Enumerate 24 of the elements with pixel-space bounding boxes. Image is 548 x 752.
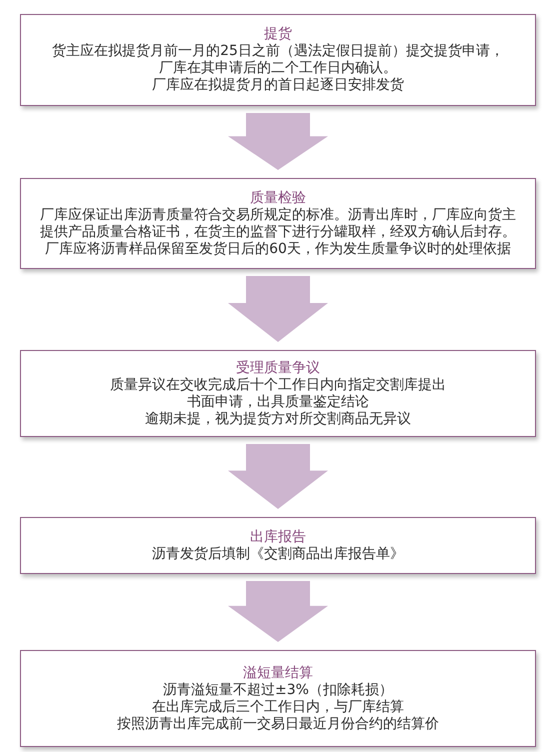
step-title: 溢短量结算 (243, 664, 313, 682)
step-text: 逾期未提，视为提货方对所交割商品无异议 (145, 410, 411, 428)
step-title: 受理质量争议 (236, 360, 320, 376)
step-text: 沥青发货后填制《交割商品出库报告单》 (152, 546, 404, 562)
step-title: 质量检验 (250, 190, 306, 206)
step-box (20, 517, 536, 574)
step-text: 厂库应在拟提货月的首日起逐日安排发货 (152, 77, 404, 94)
step-text: 沥青溢短量不超过±3%（扣除耗损） (163, 682, 393, 698)
step-text: 在出库完成后三个工作日内，与厂库结算 (152, 698, 404, 716)
step-text: 厂库应将沥青样品保留至发货日后的60天，作为发生质量争议时的处理依据 (45, 240, 511, 258)
step-title: 出库报告 (250, 528, 306, 546)
step-box (20, 350, 536, 437)
step-text: 厂库应保证出库沥青质量符合交易所规定的标准。沥青出库时，厂库应向货主提供产品质量合格证书，在货主的监督下进行分罐取样，经双方确认后封存。 (39, 206, 517, 240)
down-arrow (228, 276, 328, 342)
down-arrow (228, 444, 328, 509)
step-title: 提货 (264, 26, 292, 43)
step-text: 质量异议在交收完成后十个工作日内向指定交割库提出书面申请，出具质量鉴定结论 (109, 376, 447, 410)
down-arrow (228, 581, 328, 642)
step-text: 货主应在拟提货月前一月的25日之前（遇法定假日提前）提交提货申请，厂库在其申请后的二个工作日内确认。 (51, 43, 505, 77)
step-box (20, 650, 536, 747)
step-box (20, 178, 536, 269)
step-box (20, 14, 536, 106)
down-arrow (228, 113, 328, 170)
step-text: 按照沥青出库完成前一交易日最近月份合约的结算价 (117, 716, 439, 732)
